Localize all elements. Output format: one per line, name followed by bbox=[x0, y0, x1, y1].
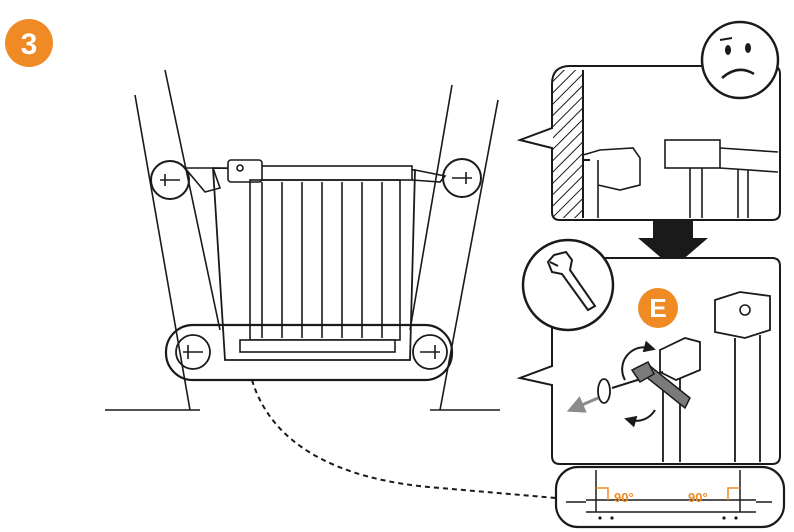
angle-label-right: 90° bbox=[688, 490, 708, 505]
left-wall-edge bbox=[165, 70, 220, 330]
gate-overview bbox=[105, 70, 500, 410]
gate-bottom-bar bbox=[240, 340, 395, 352]
wall-cup-bottom-right bbox=[420, 345, 440, 359]
alignment-panel-frame bbox=[556, 467, 784, 527]
gate-lock-housing bbox=[228, 160, 262, 182]
gate-door bbox=[250, 180, 400, 340]
step-badge: 3 bbox=[5, 19, 53, 67]
angle-label-left: 90° bbox=[614, 490, 634, 505]
wall-cup-top-left bbox=[160, 174, 180, 186]
wall-cup bbox=[598, 379, 610, 403]
sad-face-icon bbox=[702, 22, 778, 98]
rail-dot bbox=[610, 516, 613, 519]
rail-dot bbox=[598, 516, 601, 519]
step-number: 3 bbox=[21, 28, 38, 61]
rail-dot bbox=[722, 516, 725, 519]
gate-outer-frame bbox=[213, 168, 415, 360]
badge-e: E bbox=[638, 288, 678, 328]
alignment-panel: 90° 90° bbox=[556, 467, 784, 527]
right-wall-front bbox=[440, 100, 498, 410]
wall-cup-top-right bbox=[452, 172, 472, 184]
left-wall-front bbox=[135, 95, 190, 410]
right-wall-edge bbox=[410, 85, 452, 330]
badge-letter: E bbox=[649, 293, 666, 323]
rail-dot bbox=[734, 516, 737, 519]
wrench-icon bbox=[523, 240, 613, 330]
top-right-bracket bbox=[412, 170, 445, 182]
dashed-connector bbox=[252, 380, 556, 498]
gate-lock-detail bbox=[665, 140, 720, 168]
wall-cup-bottom-left bbox=[183, 345, 203, 359]
hatched-wall bbox=[553, 70, 583, 218]
